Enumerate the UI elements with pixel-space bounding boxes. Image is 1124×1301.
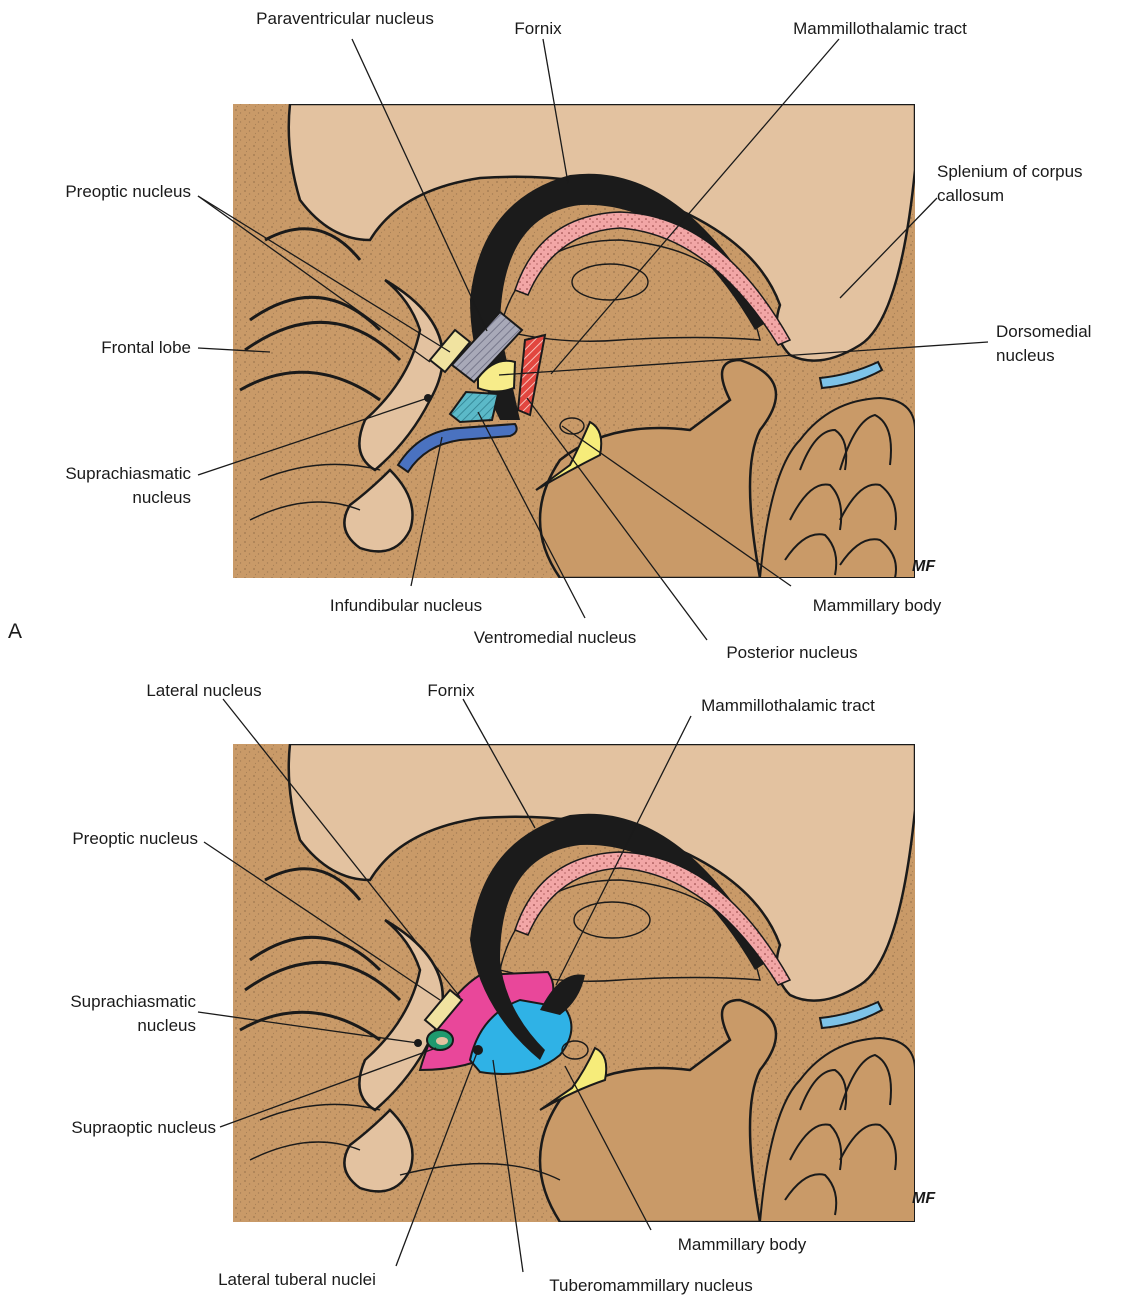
label-mammillary-body-b: Mammillary body bbox=[678, 1235, 807, 1254]
label-suprachiasmatic-a-line1: Suprachiasmatic bbox=[65, 464, 191, 483]
panel-b-illustration bbox=[233, 744, 915, 1222]
label-frontal-lobe: Frontal lobe bbox=[101, 338, 191, 357]
label-lateral-nucleus: Lateral nucleus bbox=[146, 681, 261, 700]
panel-b-signature: MF bbox=[912, 1190, 936, 1207]
label-mammillothalamic-tract-a: Mammillothalamic tract bbox=[793, 19, 967, 38]
label-supraoptic-nucleus: Supraoptic nucleus bbox=[71, 1118, 216, 1137]
label-tuberomammillary-nucleus: Tuberomammillary nucleus bbox=[549, 1276, 752, 1295]
label-mammillary-body-a: Mammillary body bbox=[813, 596, 942, 615]
label-suprachiasmatic-b-line2: nucleus bbox=[137, 1016, 196, 1035]
label-infundibular-nucleus: Infundibular nucleus bbox=[330, 596, 482, 615]
label-posterior-nucleus: Posterior nucleus bbox=[726, 643, 857, 662]
label-preoptic-nucleus-b: Preoptic nucleus bbox=[72, 829, 198, 848]
label-dorsomedial-line2: nucleus bbox=[996, 346, 1055, 365]
label-preoptic-nucleus-a: Preoptic nucleus bbox=[65, 182, 191, 201]
label-splenium-line1: Splenium of corpus bbox=[937, 162, 1083, 181]
label-mammillothalamic-tract-b: Mammillothalamic tract bbox=[701, 696, 875, 715]
panel-a-illustration bbox=[233, 104, 915, 578]
label-ventromedial-nucleus: Ventromedial nucleus bbox=[474, 628, 637, 647]
panel-a-signature: MF bbox=[912, 558, 936, 575]
label-suprachiasmatic-b-line1: Suprachiasmatic bbox=[70, 992, 196, 1011]
label-fornix-b: Fornix bbox=[427, 681, 475, 700]
label-suprachiasmatic-a-line2: nucleus bbox=[132, 488, 191, 507]
label-lateral-tuberal-nuclei: Lateral tuberal nuclei bbox=[218, 1270, 376, 1289]
label-splenium-line2: callosum bbox=[937, 186, 1004, 205]
label-dorsomedial-line1: Dorsomedial bbox=[996, 322, 1091, 341]
label-fornix-a: Fornix bbox=[514, 19, 562, 38]
panel-a-letter: A bbox=[8, 620, 22, 643]
label-paraventricular-nucleus: Paraventricular nucleus bbox=[256, 9, 434, 28]
